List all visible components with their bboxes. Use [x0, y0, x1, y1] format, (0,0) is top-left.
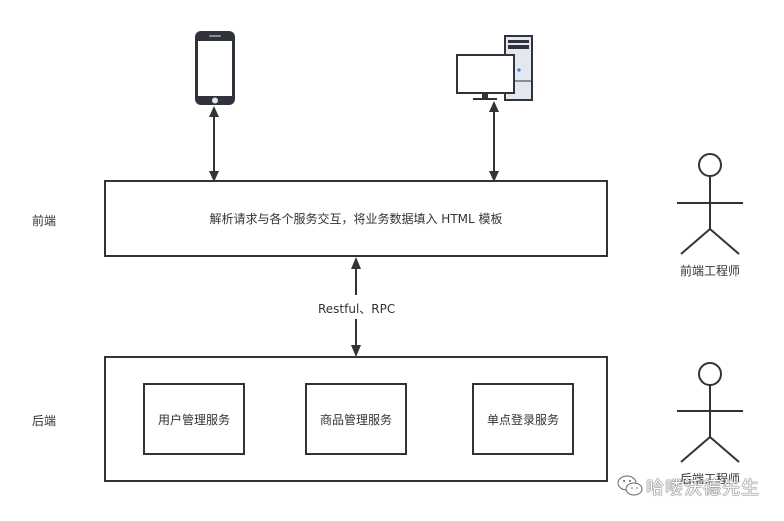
frontend-engineer-actor-icon: [677, 153, 743, 255]
product-management-service: 商品管理服务: [305, 383, 407, 455]
frontend-engineer-label: 前端工程师: [680, 264, 741, 278]
service-label: 用户管理服务: [157, 412, 230, 427]
backend-engineer-label: 后端工程师: [680, 472, 741, 486]
phone-frontend-arrow: [209, 106, 219, 182]
service-label: 单点登录服务: [486, 412, 559, 427]
wechat-icon: [617, 475, 643, 496]
user-management-service: 用户管理服务: [143, 383, 245, 455]
smartphone-icon: [195, 31, 235, 105]
frontend-tier-label: 前端: [32, 214, 57, 228]
service-label: 商品管理服务: [319, 412, 392, 427]
frontend-backend-arrow: [351, 257, 361, 357]
desktop-computer-icon: [456, 35, 533, 101]
single-sign-on-service: 单点登录服务: [472, 383, 574, 455]
connector-label: Restful、RPC: [317, 300, 397, 317]
watermark-text: 哈喽沃德先生: [646, 478, 760, 499]
backend-tier-label: 后端: [32, 414, 57, 428]
frontend-box-text: 解析请求与各个服务交互，将业务数据填入 HTML 模板: [209, 212, 503, 226]
desktop-frontend-arrow: [489, 101, 499, 182]
backend-engineer-actor-icon: [677, 362, 743, 463]
frontend-box: 解析请求与各个服务交互，将业务数据填入 HTML 模板: [104, 180, 608, 257]
